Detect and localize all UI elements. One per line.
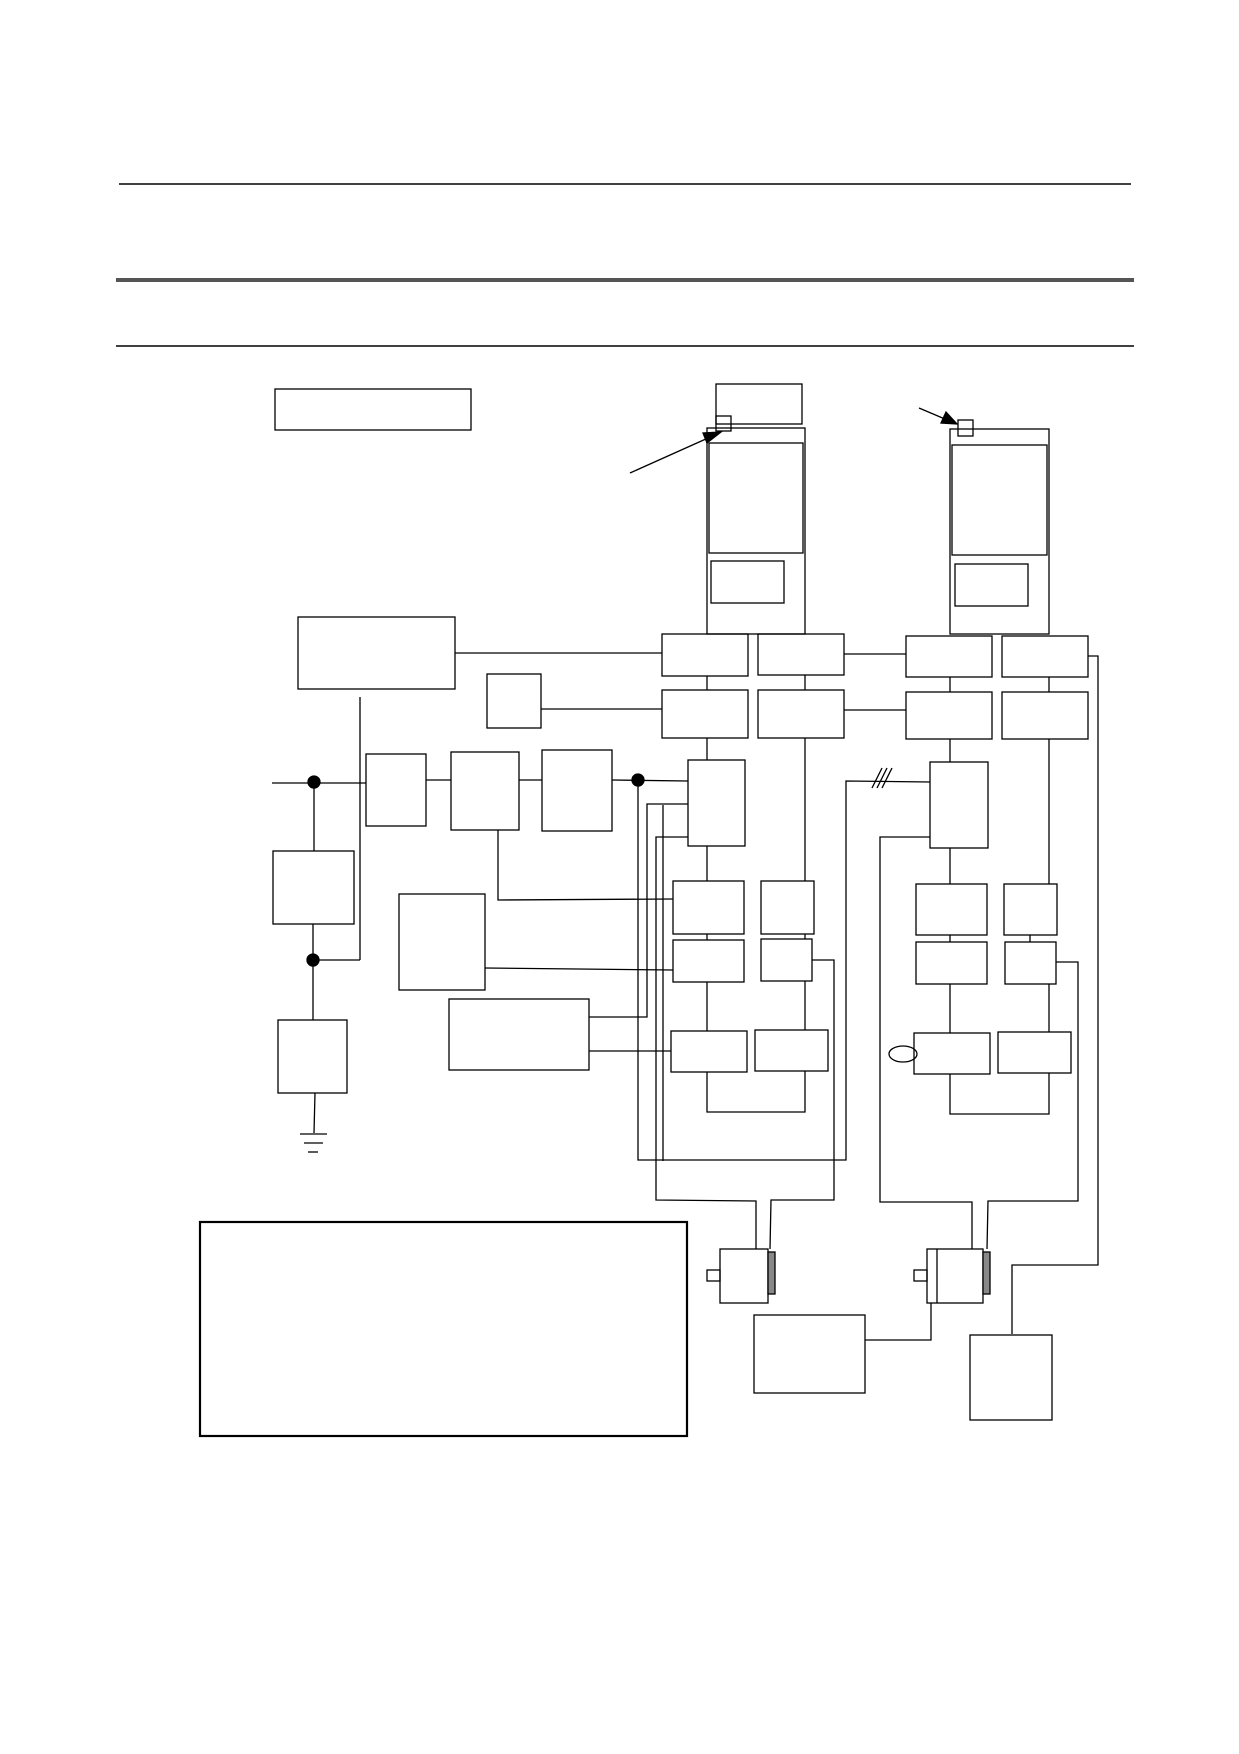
drive2-terminal-c	[905, 691, 993, 740]
signal-line	[865, 1303, 932, 1341]
signal-line	[589, 803, 688, 1018]
drive2-power-module	[929, 761, 989, 849]
motor1-body	[719, 1248, 769, 1304]
pointer-arrow-line	[629, 433, 718, 474]
drive1-housing	[706, 427, 806, 635]
small-module-box	[486, 673, 542, 729]
sensor-icon	[888, 1045, 918, 1063]
main-breaker-box	[297, 616, 456, 690]
drive2-display-panel	[951, 444, 1048, 556]
signal-line	[637, 780, 931, 1161]
signal-line	[497, 830, 674, 901]
brake-unit-box	[753, 1314, 866, 1394]
signal-line	[1011, 655, 1099, 1334]
filter-box	[365, 753, 427, 827]
drive1-terminal-b	[757, 633, 845, 676]
drive1-connector-square	[715, 415, 732, 432]
arrow-head-icon	[702, 431, 724, 445]
motor2-encoder	[982, 1251, 991, 1295]
signal-line	[879, 836, 973, 1249]
cable-break-mark	[876, 767, 888, 789]
contactor-box	[450, 751, 520, 831]
signal-line	[986, 961, 1079, 1250]
drive2-terminal-a	[905, 635, 993, 678]
drive2-io-e	[913, 1032, 991, 1075]
drive2-io-a	[915, 883, 988, 936]
transformer-box	[272, 850, 355, 925]
drive1-terminal-c	[661, 689, 749, 739]
drive1-io-e	[670, 1030, 748, 1073]
notes-box	[198, 1220, 689, 1438]
drive2-connector-square	[957, 419, 974, 437]
diagram-title-box	[274, 388, 472, 431]
drive2-keypad-box	[954, 563, 1029, 607]
signal-line	[484, 967, 674, 971]
drive1-io-b	[760, 880, 815, 935]
external-device-box	[969, 1334, 1053, 1421]
drive2-housing	[949, 428, 1050, 635]
bus-line	[949, 1073, 1050, 1115]
power-line-seg	[611, 779, 689, 782]
drive2-terminal-d	[1001, 691, 1089, 740]
drive2-io-d	[1004, 941, 1057, 985]
reactor-box	[541, 749, 613, 832]
drive1-io-c	[672, 939, 745, 983]
motor2-body	[926, 1248, 984, 1304]
drive1-io-f	[754, 1029, 829, 1072]
cable-break-mark	[871, 767, 883, 789]
drive2-io-c	[915, 941, 988, 985]
ground-icon	[313, 1092, 316, 1134]
drive1-display-panel	[708, 442, 804, 554]
motor1-shaft	[706, 1269, 721, 1282]
drive1-io-a	[672, 880, 745, 935]
bus-line	[706, 1071, 806, 1113]
drive1-keypad-box	[710, 560, 785, 604]
cable-break-mark	[881, 767, 893, 789]
motor2-shaft	[913, 1269, 928, 1282]
drive1-top-label-box	[715, 383, 803, 425]
drive2-io-b	[1003, 883, 1058, 936]
drive1-terminal-d	[757, 689, 845, 739]
motor1-encoder	[767, 1251, 776, 1295]
ground-device-box	[277, 1019, 348, 1094]
drive2-terminal-b	[1001, 635, 1089, 678]
signal-line	[769, 959, 835, 1250]
io-unit-box	[448, 998, 590, 1071]
drive1-io-d	[760, 938, 813, 982]
control-unit-box	[398, 893, 486, 991]
signal-line	[655, 836, 757, 1249]
drive1-terminal-a	[661, 633, 749, 677]
drive2-io-f	[997, 1031, 1072, 1074]
arrow-head-icon	[940, 410, 959, 425]
drive1-power-module	[687, 759, 746, 847]
